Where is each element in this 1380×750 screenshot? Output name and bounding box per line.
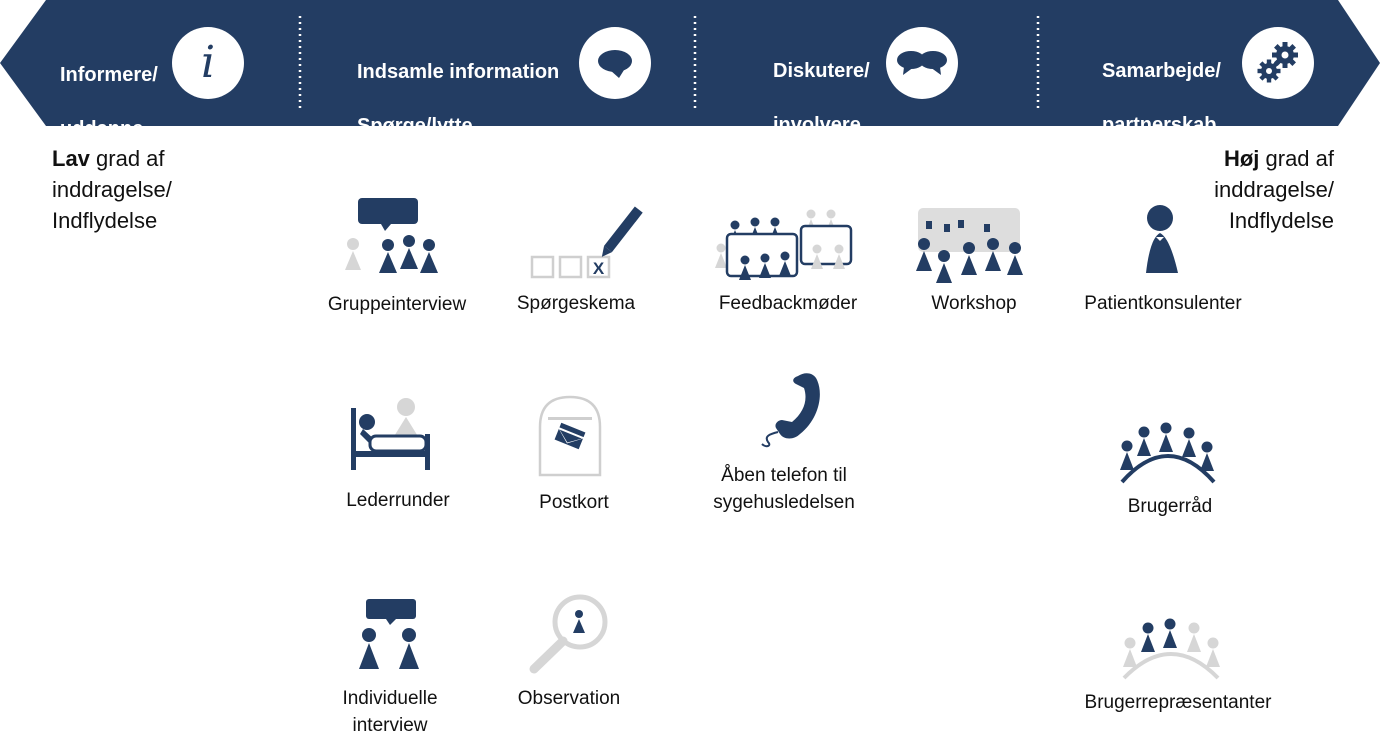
- stage-label-line: involvere: [773, 114, 861, 136]
- individuelle-label-line: interview: [352, 715, 428, 736]
- telefon-label: Åben telefon til sygehusledelsen: [713, 462, 855, 516]
- feedback-meeting-icon: [715, 209, 853, 280]
- stage-label-line: Informere/: [60, 64, 158, 86]
- stage-label-line: partnerskab: [1102, 114, 1217, 136]
- individuelle-label-line: Individuelle: [342, 688, 438, 709]
- observation-icon: [529, 594, 608, 674]
- dialogue-icon: [886, 27, 958, 99]
- stage-label-line: uddanne: [60, 118, 144, 140]
- gears-icon: [1242, 27, 1314, 99]
- low-involvement-label: Lav grad af inddragelse/ Indflydelse: [52, 143, 172, 236]
- brugerraad-label: Brugerråd: [1127, 496, 1213, 517]
- banner-arrow-shape: [0, 0, 1380, 126]
- user-council-icon: [1120, 422, 1216, 484]
- info-icon: i: [172, 27, 244, 99]
- stage-label-line: Samarbejde/: [1102, 60, 1221, 82]
- high-line2: inddragelse/: [1214, 177, 1334, 202]
- patient-consultant-icon: [1146, 205, 1178, 273]
- process-banner: [0, 0, 1380, 126]
- low-rest: grad af: [89, 146, 165, 171]
- postcard-icon: [538, 395, 602, 477]
- high-involvement-label: Høj grad af inddragelse/ Indflydelse: [1214, 143, 1334, 236]
- telefon-label-line: Åben telefon til: [721, 465, 847, 486]
- high-rest: grad af: [1259, 146, 1335, 171]
- stage-diskutere-label: Diskutere/ involvere: [773, 31, 870, 166]
- low-line3: Indflydelse: [52, 208, 158, 233]
- questionnaire-icon: X: [530, 206, 643, 279]
- info-glyph: i: [200, 37, 216, 88]
- feedbackmoeder-label: Feedbackmøder: [718, 293, 858, 314]
- high-line3: Indflydelse: [1228, 208, 1334, 233]
- stage-informere-label: Informere/ uddanne: [60, 35, 158, 170]
- high-bold: Høj: [1223, 146, 1260, 171]
- lederrunder-label: Lederrunder: [346, 490, 450, 511]
- patientkonsulenter-label: Patientkonsulenter: [1084, 293, 1242, 314]
- spoergeskema-label: Spørgeskema: [516, 293, 636, 314]
- individual-interview-icon: [359, 599, 419, 669]
- stage-label-line: Diskutere/: [773, 60, 870, 82]
- low-bold: Lav: [52, 146, 90, 171]
- stage-label-line: Indsamle information: [357, 61, 560, 83]
- stage-label-line: Spørge/lytte: [357, 115, 473, 137]
- low-line2: inddragelse/: [52, 177, 172, 202]
- telefon-label-line: sygehusledelsen: [713, 492, 855, 513]
- stage-samarbejde-label: Samarbejde/ partnerskab: [1102, 31, 1221, 166]
- postkort-label: Postkort: [539, 492, 609, 513]
- telephone-icon: [761, 373, 820, 448]
- individuelle-interview-label: Individuelle interview: [342, 685, 437, 739]
- checkbox-mark: X: [593, 259, 605, 278]
- leader-round-icon: [351, 398, 430, 470]
- brugerrepraesentanter-label: Brugerrepræsentanter: [1084, 692, 1272, 713]
- workshop-icon: [916, 208, 1023, 283]
- workshop-label: Workshop: [931, 293, 1017, 314]
- gruppeinterview-label: Gruppeinterview: [327, 294, 467, 315]
- observation-label: Observation: [517, 688, 621, 709]
- low-line1: Lav grad af: [52, 143, 172, 174]
- user-representatives-icon: [1122, 618, 1220, 680]
- group-interview-icon: [345, 198, 438, 273]
- stage-indsamle-label: Indsamle information Spørge/lytte: [357, 32, 559, 167]
- speech-bubble-icon: [579, 27, 651, 99]
- high-line1: Høj grad af: [1214, 143, 1334, 174]
